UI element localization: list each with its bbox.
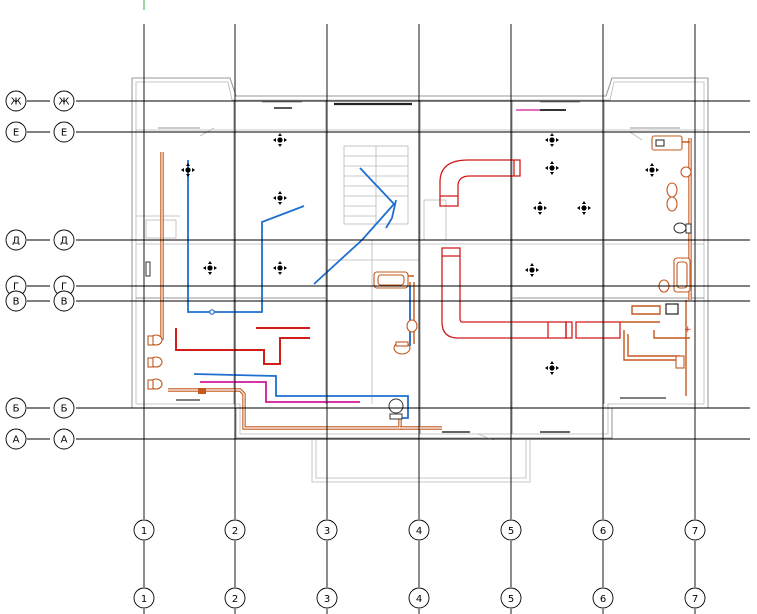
grid-col-col-4: 44 [408,24,430,614]
plumbing-fixtures: + [147,135,692,420]
building-walls [131,77,709,483]
grid-col-label-2: 1 [141,594,147,605]
grid-col-col-6: 66 [592,24,614,614]
grid-col-col-7: 77 [684,24,706,614]
grid-col-label: 3 [324,526,330,537]
grid-col-label: 4 [416,526,422,537]
air-diffuser-icon [525,263,539,277]
grid-col-col-1: 11 [133,24,155,614]
air-diffuser-icon [545,133,559,147]
air-diffuser-icon [577,201,591,215]
toilet-icon [147,334,163,346]
toilet-icon [393,341,411,355]
grid-row-label-2: Д [60,236,68,247]
grid-row-label-2: Е [61,128,67,139]
grid-row-label-2: Б [61,404,68,415]
sink-icon [406,319,418,333]
grid-row-label-2: В [61,297,68,308]
water-pipes [168,138,692,430]
toilet-icon [147,378,163,390]
ventilation-ducts [439,159,621,339]
grid-row-label: В [13,297,20,308]
grid-row-label: Д [12,236,20,247]
hot-water-pipes [200,109,566,403]
grid-row-label-2: Г [61,282,67,293]
grid-col-label: 1 [141,526,147,537]
grid-col-label: 6 [600,526,606,537]
bathtub-icon [673,257,691,293]
grid-col-label: 7 [692,526,698,537]
grid-col-label-2: 3 [324,594,330,605]
toilet-icon [666,182,678,212]
grid-col-label: 2 [232,526,238,537]
grid-col-col-3: 33 [316,24,338,614]
grid-col-label-2: 5 [508,594,514,605]
toilet-icon [388,398,404,420]
grid-row-label-2: Ж [59,97,70,108]
bathtub-icon [373,271,409,289]
svg-text:+: + [684,325,692,335]
sink-icon [680,166,692,178]
air-diffuser-icon [273,133,287,147]
air-diffuser-icon [203,261,217,275]
air-diffuser-icon [645,163,659,177]
heating-pipes [160,152,310,365]
grid-col-label-2: 4 [416,594,422,605]
grid-col-col-2: 22 [224,24,246,614]
bathtub-icon [651,135,683,151]
grid-col-label-2: 6 [600,594,606,605]
grid-row-label: Г [13,282,19,293]
grid-row-label: Е [13,128,19,139]
grid-row-label: А [13,435,20,446]
grid-col-col-5: 55 [500,24,522,614]
grid-row-label: Б [13,404,20,415]
grid-col-label-2: 7 [692,594,698,605]
radiator-icon [675,355,685,369]
air-diffuser-icon [533,201,547,215]
cold-water-pipes [187,160,411,419]
grid-row-label: Ж [11,97,22,108]
air-diffuser-icon [273,261,287,275]
air-diffusers [181,133,659,375]
grid-col-label: 5 [508,526,514,537]
air-diffuser-icon [545,361,559,375]
toilet-icon [147,356,163,368]
air-diffuser-icon [181,163,195,177]
air-diffuser-icon [273,191,287,205]
toilet-icon [673,222,692,234]
air-diffuser-icon [545,161,559,175]
grid-row-label-2: А [61,435,68,446]
grid-col-label-2: 2 [232,594,238,605]
